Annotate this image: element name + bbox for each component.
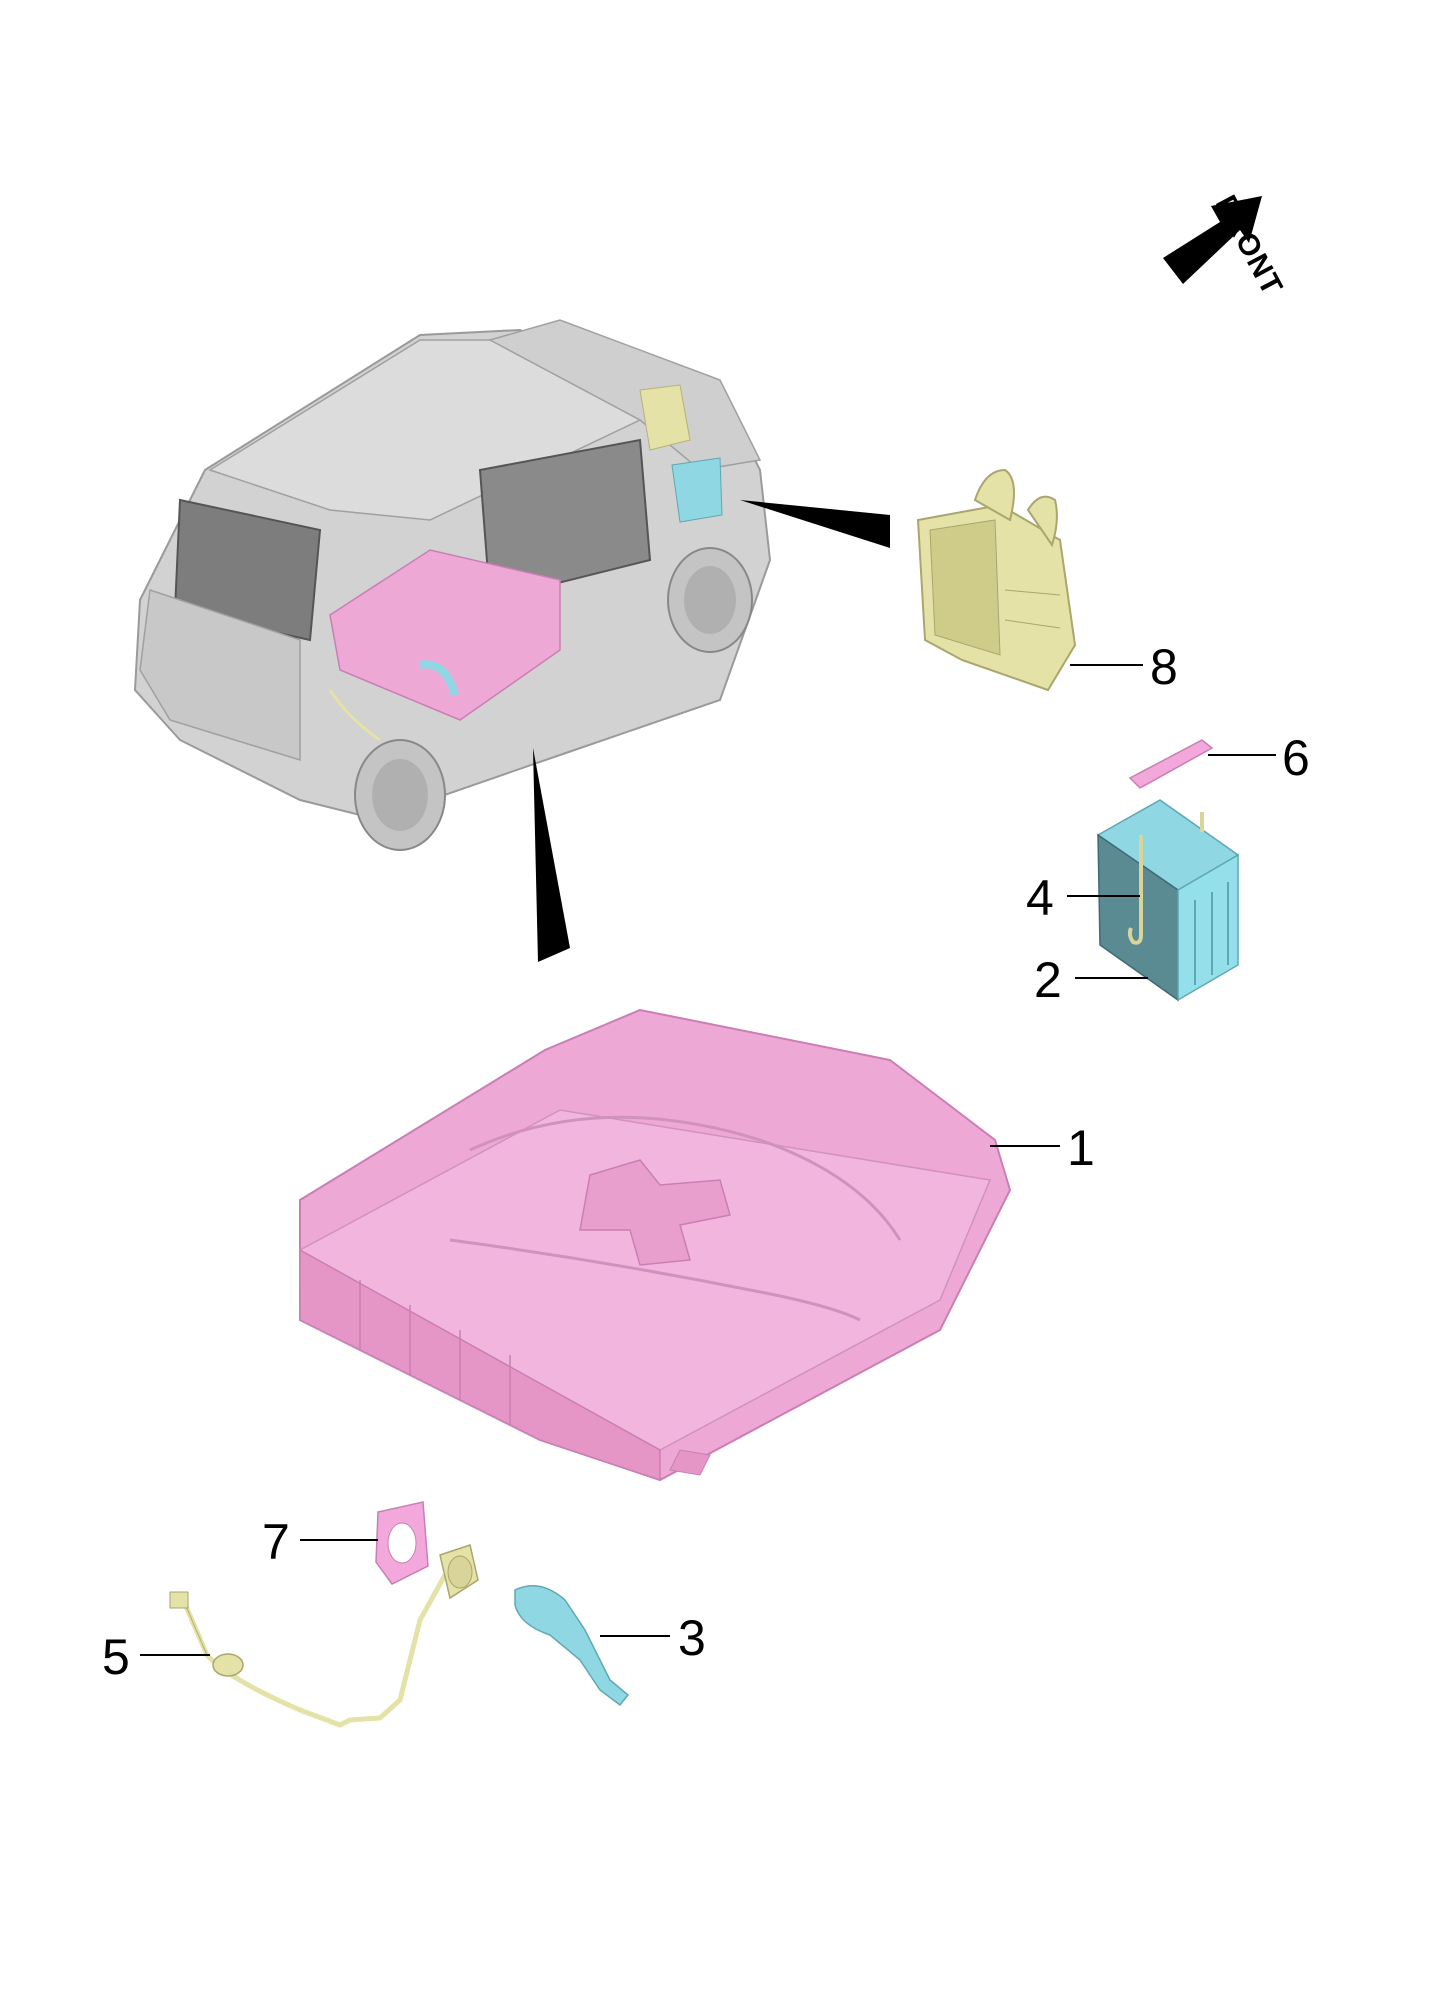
callout-8: 8 [1150, 639, 1178, 695]
pointer-to-controller [740, 500, 890, 548]
part-7-gasket [375, 1501, 429, 1585]
part-6-bracket [1128, 739, 1214, 789]
part-3-charging-plug [514, 1585, 630, 1707]
part-4-hold-down-rod [1127, 812, 1204, 945]
callout-6: 6 [1282, 730, 1310, 786]
part-5-charging-harness [169, 1544, 479, 1728]
callout-5: 5 [102, 1629, 130, 1685]
pointer-to-battery-pack [533, 748, 570, 962]
callout-7: 7 [262, 1514, 290, 1570]
part-1-high-voltage-battery-pack [299, 1008, 1012, 1482]
part-8-controller [916, 468, 1077, 692]
callout-1: 1 [1067, 1120, 1095, 1176]
callout-4: 4 [1026, 870, 1054, 926]
callout-2: 2 [1034, 952, 1062, 1008]
callout-3: 3 [678, 1610, 706, 1666]
part-2-low-voltage-battery [1096, 799, 1240, 1002]
vehicle-illustration [133, 319, 772, 851]
front-arrow-icon [1163, 196, 1262, 284]
